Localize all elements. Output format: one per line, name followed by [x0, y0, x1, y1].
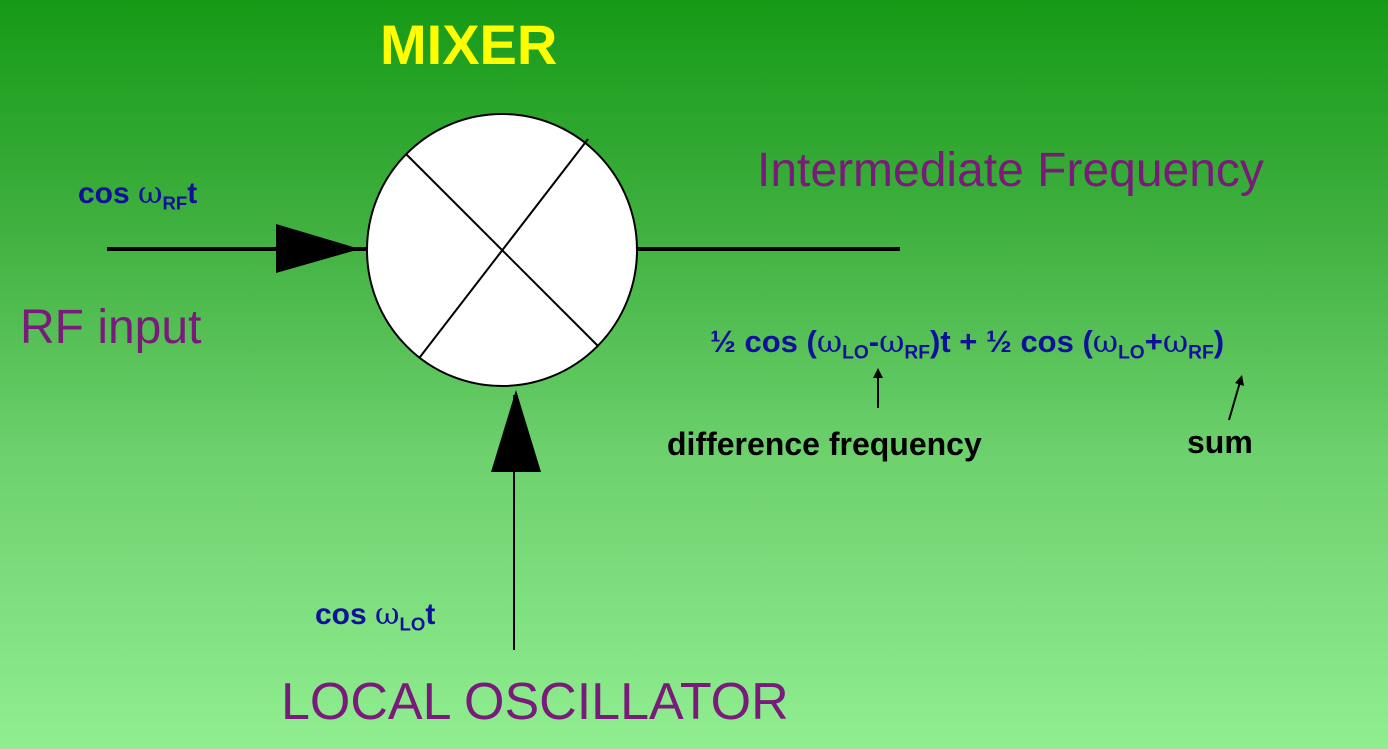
expr-sub-3: LO [1118, 342, 1145, 364]
expr-part-2: )t + ½ cos ( [930, 324, 1093, 359]
lo-signal-subscript: LO [399, 613, 426, 635]
lo-signal-suffix: t [425, 598, 436, 631]
rf-signal-omega: ω [138, 176, 163, 211]
expr-omega-1: ω [816, 324, 843, 360]
expr-omega-3: ω [1092, 324, 1119, 360]
if-expression: ½ cos (ωLO-ωRF)t + ½ cos (ωLO+ωRF) [710, 324, 1224, 365]
sum-arrowhead [1235, 375, 1244, 386]
lo-input-arrowhead [491, 390, 541, 472]
difference-arrowhead [873, 368, 883, 378]
lo-signal-omega: ω [375, 597, 400, 632]
rf-signal-suffix: t [187, 177, 198, 210]
expr-op-2: + [1144, 324, 1163, 359]
rf-signal-label: cos ωRFt [78, 176, 197, 215]
expr-omega-2: ω [879, 324, 905, 360]
rf-input-label: RF input [20, 301, 202, 354]
mixer-cross-line-2 [419, 138, 589, 358]
expr-op-1: - [868, 324, 880, 359]
mixer-title: MIXER [380, 13, 558, 76]
expr-sub-1: LO [842, 342, 869, 364]
expr-part-3: ) [1213, 324, 1225, 359]
difference-frequency-label: difference frequency [667, 426, 982, 462]
lo-signal-prefix: cos [315, 598, 376, 631]
expr-sub-2: RF [904, 342, 930, 364]
lo-signal-label: cos ωLOt [315, 597, 435, 636]
expr-part-1: ½ cos ( [710, 324, 817, 359]
local-oscillator-label: LOCAL OSCILLATOR [281, 673, 789, 731]
if-output-label: Intermediate Frequency [757, 144, 1264, 197]
sum-label: sum [1187, 424, 1253, 460]
rf-signal-subscript: RF [162, 192, 188, 214]
expr-sub-4: RF [1188, 342, 1214, 364]
rf-signal-prefix: cos [78, 177, 139, 210]
expr-omega-4: ω [1162, 324, 1189, 360]
sum-arrow [1228, 381, 1241, 421]
rf-input-arrowhead [276, 224, 360, 273]
